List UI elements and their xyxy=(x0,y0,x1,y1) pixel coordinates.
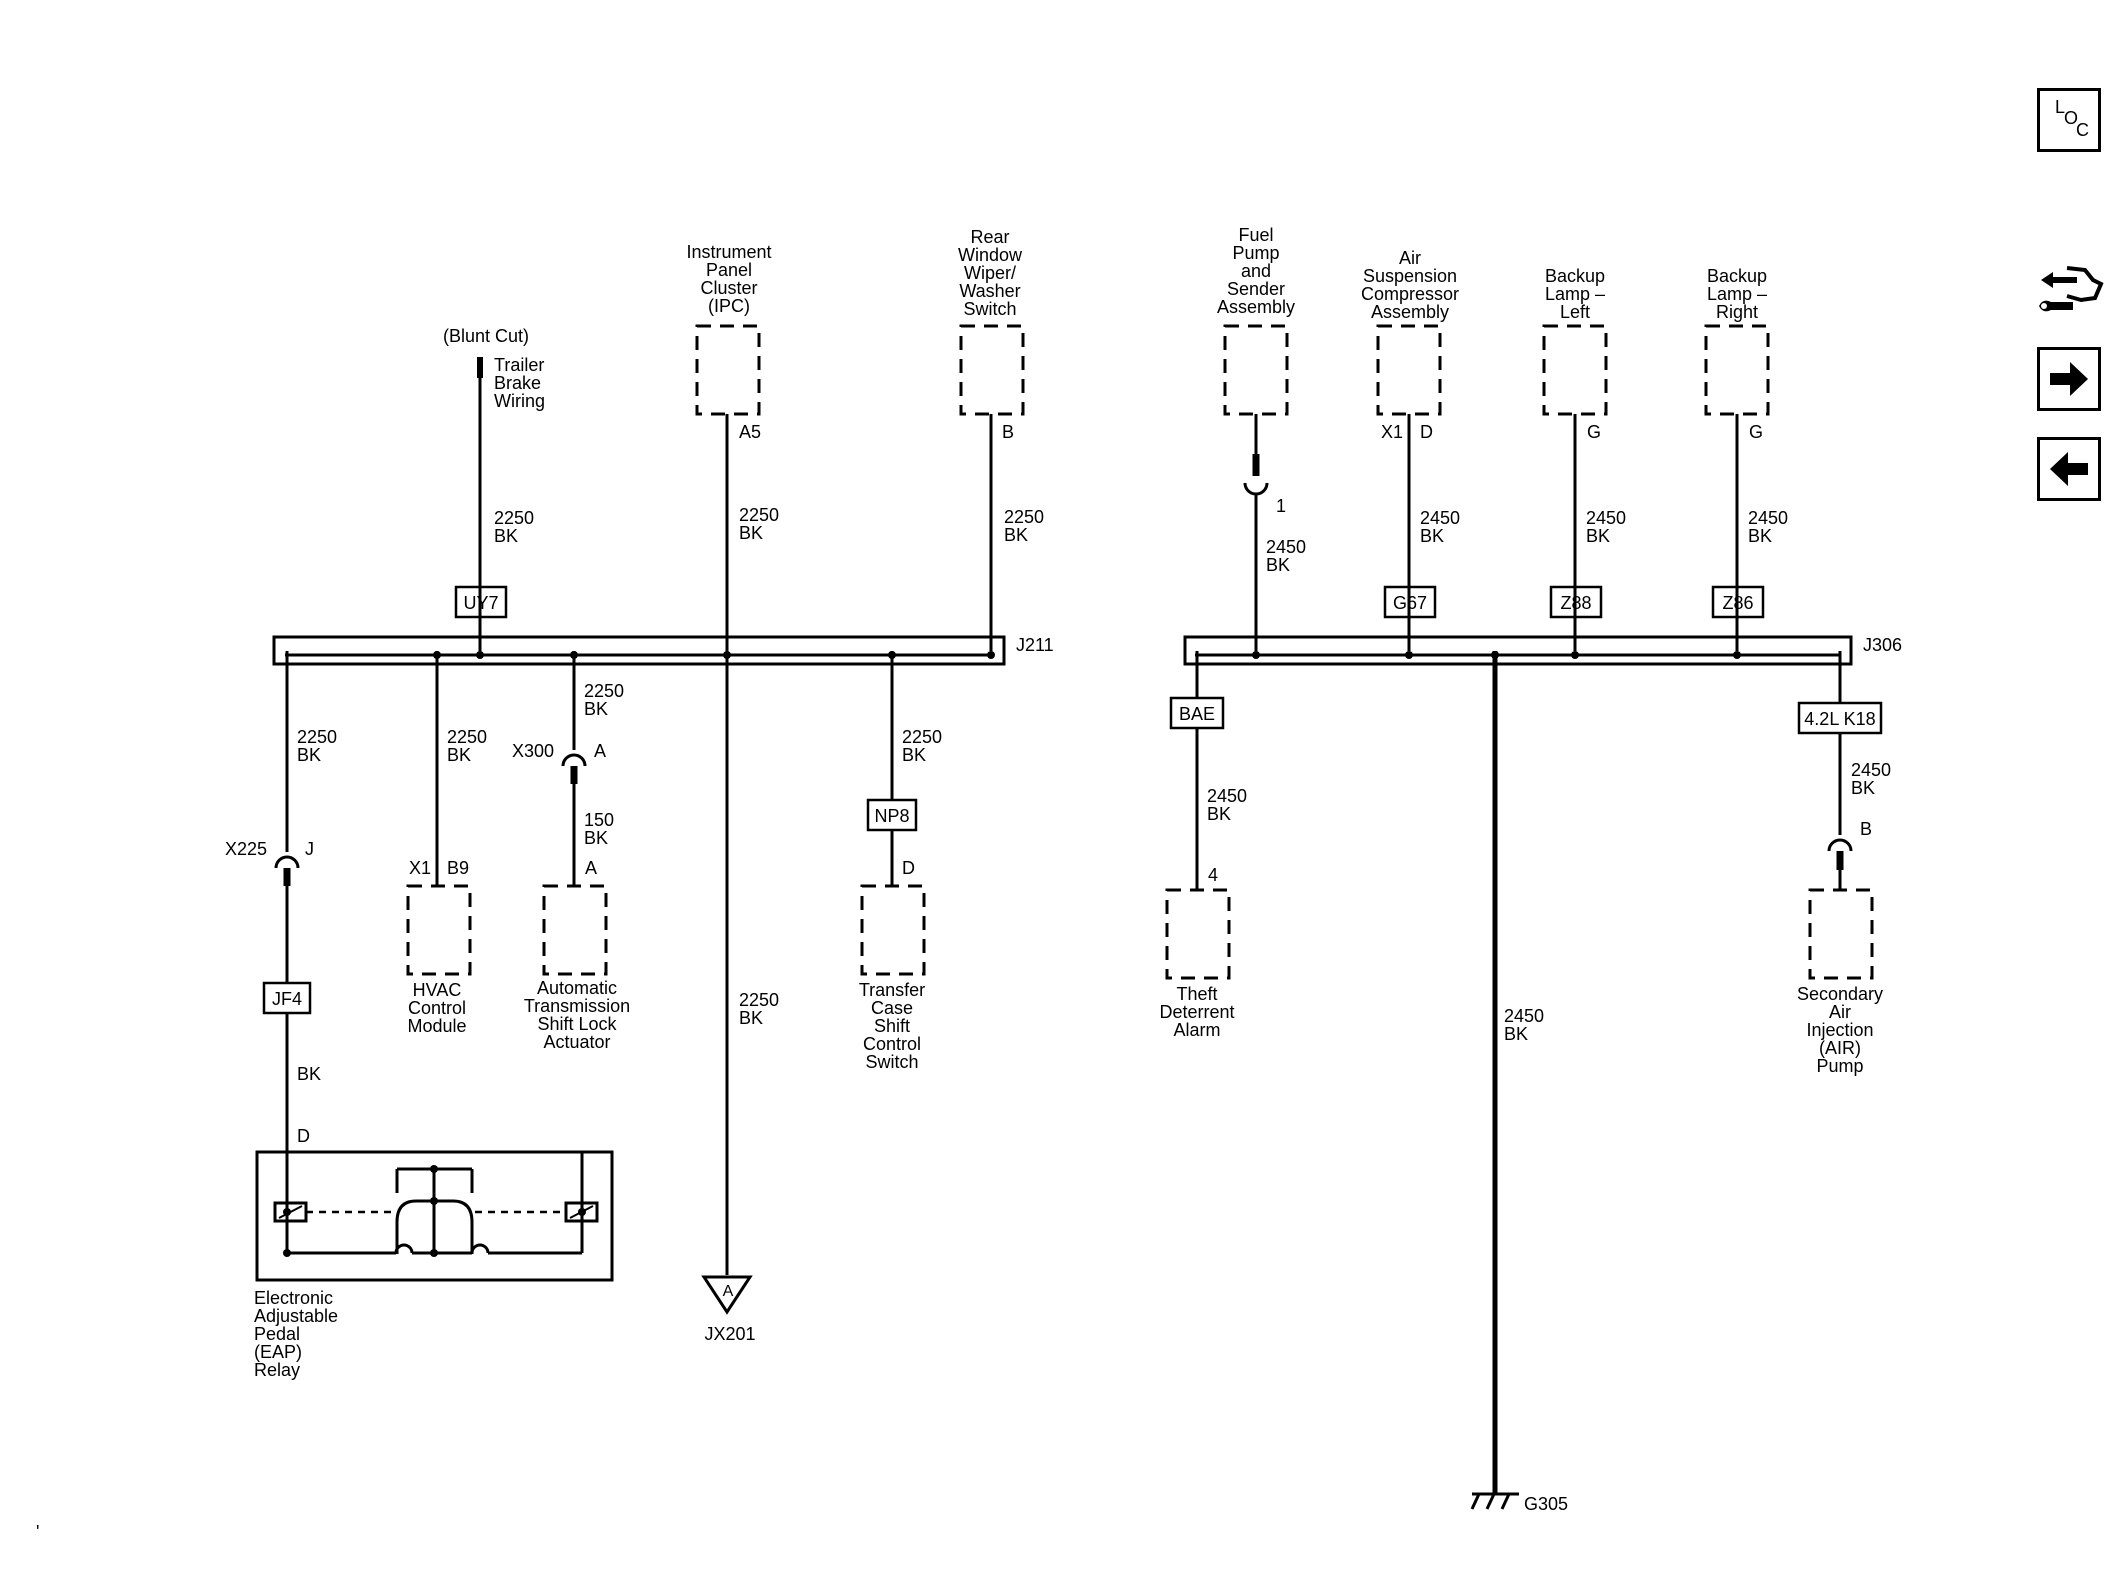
component-air-pump xyxy=(1808,888,1874,980)
hvac-pin: B9 xyxy=(447,858,469,878)
ground-label: G305 xyxy=(1524,1494,1568,1514)
eap-pin: D xyxy=(297,1126,310,1146)
component-rear-wiper xyxy=(959,324,1025,416)
air-susp-pin: D xyxy=(1420,422,1433,442)
hvac-conn: X1 xyxy=(409,858,431,878)
option-uy7: UY7 xyxy=(463,593,498,613)
component-theft-alarm xyxy=(1165,888,1231,980)
relay-coil-right xyxy=(564,1201,599,1223)
offpage-letter: A xyxy=(723,1283,734,1300)
option-k18: 4.2L K18 xyxy=(1804,709,1875,729)
fuel-pump-pin: 1 xyxy=(1276,496,1286,516)
component-shift-lock xyxy=(542,884,608,976)
loc-letter-c: C xyxy=(2076,120,2089,140)
backup-right-pin: G xyxy=(1749,422,1763,442)
connector-x300-name: X300 xyxy=(512,741,554,761)
location-button[interactable]: L O C xyxy=(2037,88,2101,152)
option-box-z86 xyxy=(1711,585,1765,619)
connector-x225-pin: J xyxy=(305,839,314,859)
option-box-g67 xyxy=(1383,585,1437,619)
backup-left-pin: G xyxy=(1587,422,1601,442)
connector-x225-name: X225 xyxy=(225,839,267,859)
inline-connector-x225 xyxy=(274,855,300,869)
loc-letter-o: O xyxy=(2064,108,2078,128)
forward-button[interactable] xyxy=(2037,347,2101,411)
component-transfer-case xyxy=(860,884,926,976)
option-box-z88 xyxy=(1549,585,1603,619)
connector-x300-pin: A xyxy=(594,741,606,761)
option-g67: G67 xyxy=(1393,593,1427,613)
offpage-name: JX201 xyxy=(704,1324,755,1344)
option-np8: NP8 xyxy=(874,806,909,826)
component-backup-lamp-right xyxy=(1704,324,1770,416)
back-button[interactable] xyxy=(2037,437,2101,501)
option-jf4: JF4 xyxy=(272,989,302,1009)
shift-lock-pin: A xyxy=(585,858,597,878)
transfer-case-pin: D xyxy=(902,858,915,878)
air-susp-conn: X1 xyxy=(1381,422,1403,442)
component-hvac xyxy=(406,884,472,976)
option-box-uy7 xyxy=(454,585,508,619)
rear-wiper-pin: B xyxy=(1002,422,1014,442)
splice-label-j211: J211 xyxy=(1016,635,1054,655)
component-ipc xyxy=(695,324,761,416)
corner-mark: ' xyxy=(36,1522,39,1542)
splice-label-j306: J306 xyxy=(1863,635,1902,655)
component-eap-relay xyxy=(255,1150,614,1282)
component-backup-lamp-left xyxy=(1542,324,1608,416)
trailer-note: (Blunt Cut) xyxy=(443,326,529,346)
splice-bar-j211 xyxy=(272,635,1006,666)
offpage-connector-jx201 xyxy=(701,1275,753,1315)
component-air-suspension xyxy=(1376,324,1442,416)
arrow-left-icon xyxy=(2050,452,2088,486)
ipc-pin: A5 xyxy=(739,422,761,442)
inline-connector-x300 xyxy=(561,753,587,767)
wire-label-eap: BK xyxy=(297,1064,321,1084)
tools-icon[interactable] xyxy=(2033,258,2105,330)
component-fuel-pump xyxy=(1223,324,1289,416)
inline-connector-air-pump xyxy=(1827,838,1853,852)
inline-connector-fuel-pump xyxy=(1243,482,1269,496)
air-pump-pin: B xyxy=(1860,819,1872,839)
theft-pin: 4 xyxy=(1208,865,1218,885)
option-z88: Z88 xyxy=(1560,593,1591,613)
option-z86: Z86 xyxy=(1722,593,1753,613)
loc-letter-l: L xyxy=(2055,97,2065,117)
arrow-right-icon xyxy=(2050,362,2088,396)
option-bae: BAE xyxy=(1179,704,1215,724)
splice-bar-j306 xyxy=(1183,635,1853,666)
